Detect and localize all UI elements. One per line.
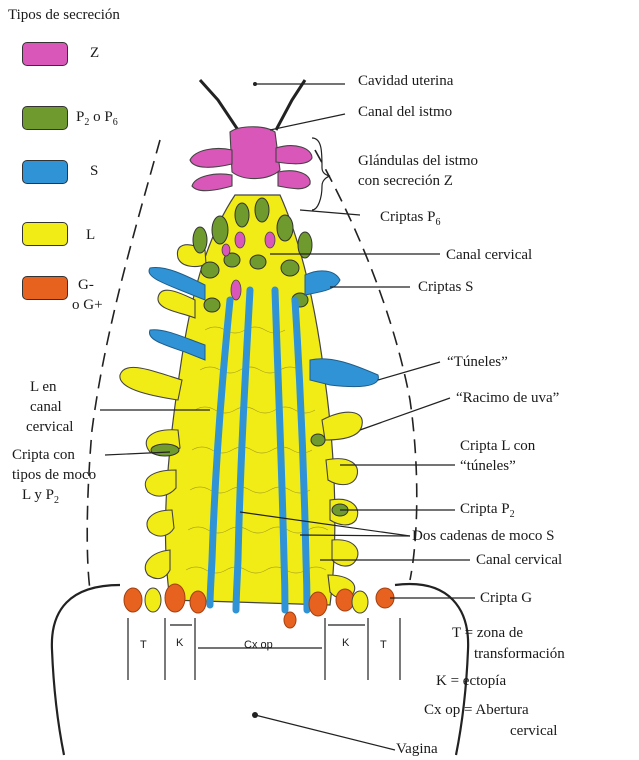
label-cripta-g: Cripta G (480, 589, 532, 608)
label-canal-cervical-top: Canal cervical (446, 246, 532, 265)
label-dos-cadenas: Dos cadenas de moco S (412, 527, 554, 546)
uterine-cavity-left (200, 80, 238, 130)
vagina-wall-right (395, 584, 468, 755)
label-cripta-moco-1: Cripta con (12, 446, 75, 465)
label-t-def-1: T = zona de (452, 624, 523, 643)
label-glandulas-2: con secreción Z (358, 172, 453, 191)
dim-label-t-left: T (140, 636, 147, 655)
label-criptas-s: Criptas S (418, 278, 473, 297)
label-cripta-l-2: “túneles” (460, 457, 516, 476)
label-cx-def-1: Cx op = Abertura (424, 701, 529, 720)
dim-label-k-right: K (342, 634, 349, 653)
label-racimo: “Racimo de uva” (456, 389, 559, 408)
label-vagina: Vagina (396, 740, 438, 759)
label-canal-cervical-bottom: Canal cervical (476, 551, 562, 570)
dim-label-cx: Cx op (244, 636, 273, 655)
vagina-pointer-dot (252, 712, 258, 718)
label-glandulas-1: Glándulas del istmo (358, 152, 478, 171)
label-canal-istmo: Canal del istmo (358, 103, 452, 122)
label-k-def: K = ectopía (436, 672, 506, 691)
label-l-canal-2: canal (30, 398, 62, 417)
label-criptas-p6: Criptas P6 (380, 208, 440, 232)
label-l-canal-1: L en (30, 378, 57, 397)
isthmus-glands-z (190, 127, 312, 191)
label-l-canal-3: cervical (26, 418, 73, 437)
dim-label-t-right: T (380, 636, 387, 655)
label-cripta-p2: Cripta P2 (460, 500, 515, 524)
vagina-wall-left (52, 585, 120, 755)
dim-label-k-left: K (176, 634, 183, 653)
uterine-cavity-right (276, 80, 305, 130)
label-cripta-moco-3: L y P2 (22, 486, 59, 510)
label-t-def-2: transformación (474, 645, 565, 664)
cavidad-pointer-dot (253, 82, 257, 86)
label-tuneles: “Túneles” (447, 353, 508, 372)
label-cripta-moco-2: tipos de moco (12, 466, 96, 485)
label-cx-def-2: cervical (510, 722, 557, 741)
label-cavidad-uterina: Cavidad uterina (358, 72, 453, 91)
label-cripta-l-1: Cripta L con (460, 437, 535, 456)
